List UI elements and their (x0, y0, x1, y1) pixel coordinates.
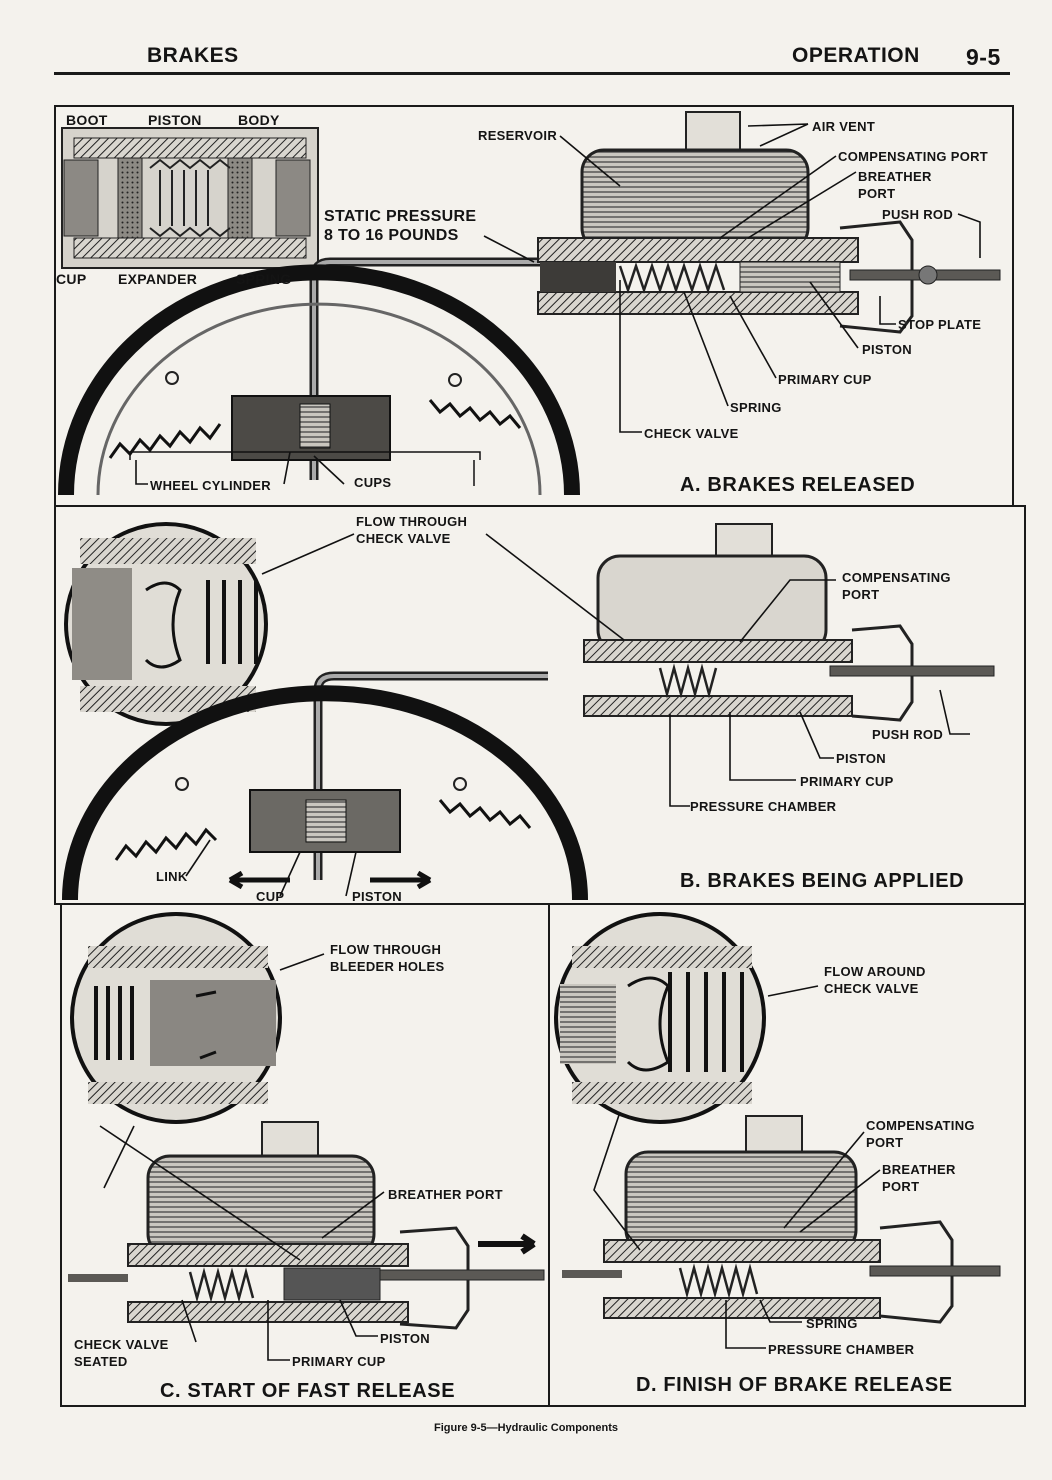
inset-wheel-cylinder (61, 127, 319, 269)
panel-c-art (68, 912, 545, 1361)
label-expander: EXPANDER (118, 271, 198, 287)
label-primary-cup-c: PRIMARY CUP (292, 1354, 386, 1369)
label-breather-port-c: BREATHER PORT (388, 1187, 503, 1202)
label-push-rod-b: PUSH ROD (872, 727, 944, 742)
label-cup-b: CUP (256, 889, 285, 904)
label-piston-c: PISTON (380, 1331, 430, 1346)
label-wheel-cylinder: WHEEL CYLINDER (150, 478, 271, 493)
page-number: 9-5 (966, 44, 1001, 70)
master-cylinder-a (537, 111, 1001, 334)
running-head-brakes: BRAKES (147, 44, 239, 67)
label-body: BODY (238, 112, 280, 128)
label-check-valve: CHECK VALVE (644, 426, 739, 441)
label-link: LINK (156, 869, 188, 884)
label-flow-through-check-valve: FLOW THROUGH CHECK VALVE (356, 514, 468, 546)
panel-b-art (62, 522, 995, 901)
label-cups: CUPS (354, 475, 392, 490)
label-check-valve-seated: CHECK VALVE SEATED (74, 1337, 169, 1369)
label-piston-a: PISTON (862, 342, 912, 357)
label-boot: BOOT (66, 112, 108, 128)
label-pressure-chamber-b: PRESSURE CHAMBER (690, 799, 837, 814)
panel-d-frame (548, 903, 1026, 1407)
label-breather-port-d: BREATHER PORT (882, 1162, 956, 1194)
label-compensating-port-a: COMPENSATING PORT (838, 149, 989, 164)
figure-caption: Figure 9-5—Hydraulic Components (434, 1422, 618, 1434)
caption-panel-c: C. START OF FAST RELEASE (160, 1380, 456, 1402)
master-cylinder-b (583, 523, 995, 722)
label-pressure-chamber-d: PRESSURE CHAMBER (768, 1342, 915, 1357)
label-reservoir: RESERVOIR (478, 128, 558, 143)
label-primary-cup-a: PRIMARY CUP (778, 372, 872, 387)
label-spring-inset: SPRING (236, 271, 292, 287)
caption-panel-a: A. BRAKES RELEASED (680, 474, 916, 496)
label-air-vent: AIR VENT (812, 119, 876, 134)
label-breather-port-a: BREATHER PORT (858, 169, 932, 201)
panel-a-art (58, 111, 1001, 496)
label-compensating-port-b: COMPENSATING PORT (842, 570, 951, 602)
label-flow-through-bleeder-holes: FLOW THROUGH BLEEDER HOLES (330, 942, 445, 974)
label-flow-around-check-valve: FLOW AROUND CHECK VALVE (824, 964, 926, 996)
label-cup-inset: CUP (56, 271, 87, 287)
caption-panel-b: B. BRAKES BEING APPLIED (680, 870, 965, 892)
label-push-rod-a: PUSH ROD (882, 207, 954, 222)
label-compensating-port-d: COMPENSATING PORT (866, 1118, 975, 1150)
panel-d-art (554, 912, 1001, 1349)
running-head-section: OPERATION (792, 44, 920, 67)
label-primary-cup-b: PRIMARY CUP (800, 774, 894, 789)
header-rule (54, 72, 1010, 75)
label-piston-inset: PISTON (148, 112, 202, 128)
label-piston-wheel-b: PISTON (352, 889, 402, 904)
label-spring-a: SPRING (730, 400, 782, 415)
label-piston-b: PISTON (836, 751, 886, 766)
caption-panel-d: D. FINISH OF BRAKE RELEASE (636, 1374, 953, 1396)
label-static-pressure: STATIC PRESSURE 8 TO 16 POUNDS (324, 208, 477, 244)
label-stop-plate: STOP PLATE (898, 317, 982, 332)
label-spring-d: SPRING (806, 1316, 858, 1331)
